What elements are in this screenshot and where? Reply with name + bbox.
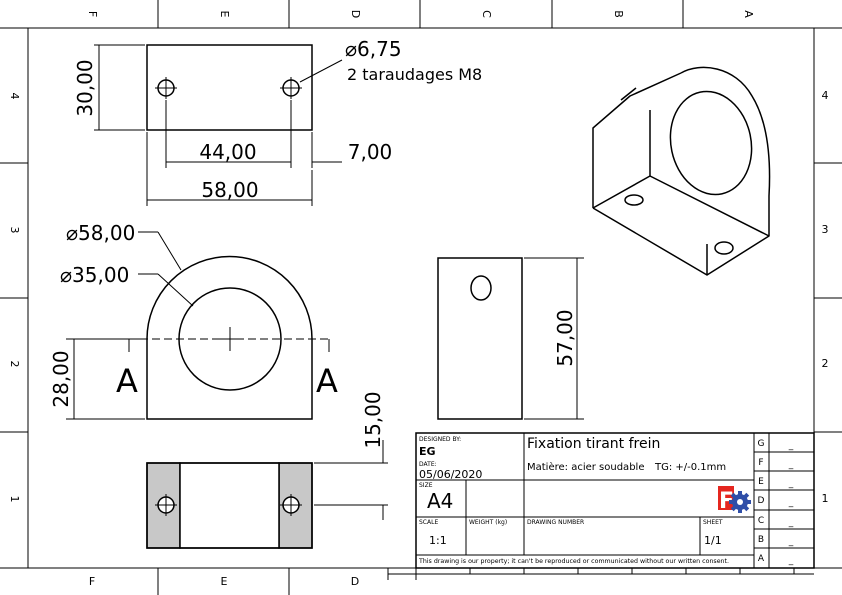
side-view-dimensions: [524, 257, 584, 420]
zone-row-label: 2: [8, 361, 21, 368]
zone-col-label: E: [218, 11, 231, 18]
zone-row-label: 2: [822, 357, 829, 370]
dim-base-height: 28,00: [49, 350, 73, 407]
size-value: A4: [427, 489, 453, 513]
revision-value: _: [788, 460, 794, 470]
zone-col-label: C: [480, 10, 493, 18]
zone-col-label: F: [86, 11, 99, 17]
revision-value: _: [788, 537, 794, 547]
zone-col-label: D: [349, 10, 362, 18]
dim-height-top: 30,00: [73, 59, 97, 116]
scale-label: SCALE: [419, 519, 438, 526]
size-label: SIZE: [419, 482, 433, 489]
isometric-view: [592, 66, 771, 276]
gear-icon: [729, 491, 751, 513]
zone-labels-right: 4 3 2 1: [822, 89, 829, 505]
drawing-title: Fixation tirant frein: [527, 436, 660, 452]
logo-letter: F: [719, 489, 734, 514]
zone-col-label: D: [351, 575, 359, 588]
sheet-value: 1/1: [704, 534, 722, 547]
zone-row-label: 1: [822, 492, 829, 505]
zone-col-label: E: [221, 575, 228, 588]
revision-letter: C: [758, 516, 764, 526]
revision-table: G _ F _ E _ D _ C _ B _ A _: [758, 439, 794, 566]
revision-value: _: [788, 479, 794, 489]
side-view: [437, 257, 523, 420]
dim-outer-diameter: ⌀58,00: [66, 221, 135, 245]
dim-hole-note: 2 taraudages M8: [347, 65, 482, 84]
zone-row-label: 3: [822, 223, 829, 236]
dim-hole-diameter: ⌀6,75: [345, 37, 402, 61]
dim-thickness: 15,00: [361, 391, 385, 448]
zone-col-label: F: [89, 575, 95, 588]
dim-hole-spacing: 44,00: [199, 140, 256, 164]
dim-side-height: 57,00: [553, 309, 577, 366]
revision-letter: E: [758, 477, 764, 487]
freecad-logo: F: [718, 486, 751, 514]
designed-by-label: DESIGNED BY:: [419, 436, 461, 443]
revision-letter: A: [758, 554, 765, 564]
zone-labels-top: F E D C B A: [86, 10, 755, 18]
revision-value: _: [788, 556, 794, 566]
date-value: 05/06/2020: [419, 468, 482, 481]
revision-letter: F: [758, 458, 763, 468]
bottom-view-dimensions: [314, 440, 388, 520]
top-view-dimensions: [94, 44, 343, 206]
zone-labels-left: 4 3 2 1: [8, 93, 21, 503]
scale-value: 1:1: [429, 534, 447, 547]
zone-row-label: 4: [822, 89, 829, 102]
section-label-right: A: [316, 362, 338, 400]
tolerance-note: TG: +/-0.1mm: [654, 462, 726, 473]
sheet-label: SHEET: [703, 519, 723, 526]
zone-col-label: B: [612, 10, 625, 18]
revision-letter: B: [758, 535, 764, 545]
zone-labels-bottom: F E D: [89, 575, 359, 588]
revision-value: _: [788, 498, 794, 508]
zone-row-label: 3: [8, 227, 21, 234]
dim-width-total: 58,00: [201, 178, 258, 202]
front-view-dimensions: [66, 231, 194, 420]
dim-inner-diameter: ⌀35,00: [60, 263, 129, 287]
designed-by-value: EG: [419, 445, 436, 458]
zone-col-label: A: [742, 10, 755, 18]
revision-value: _: [788, 518, 794, 528]
title-block: [387, 432, 815, 580]
zone-row-label: 4: [8, 93, 21, 100]
revision-letter: D: [758, 496, 765, 506]
property-notice: This drawing is our property; it can't b…: [418, 558, 729, 565]
dim-hole-offset: 7,00: [348, 140, 393, 164]
top-view: [146, 44, 313, 131]
weight-label: WEIGHT (kg): [469, 519, 507, 526]
front-view: [128, 255, 330, 420]
revision-letter: G: [758, 439, 765, 449]
revision-value: _: [788, 441, 794, 451]
material-note: Matière: acier soudable: [527, 461, 644, 473]
section-label-left: A: [116, 362, 138, 400]
date-label: DATE:: [419, 461, 437, 468]
zone-row-label: 1: [8, 496, 21, 503]
bottom-section-view: [146, 462, 313, 549]
drawing-number-label: DRAWING NUMBER: [527, 519, 584, 526]
